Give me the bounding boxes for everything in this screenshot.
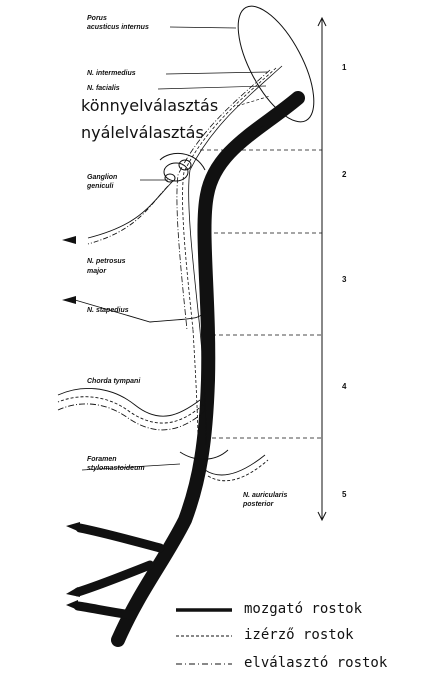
intermedius-label: N. intermedius bbox=[87, 70, 136, 78]
motor-trunk bbox=[118, 98, 298, 640]
branch-arrows bbox=[62, 236, 80, 610]
segment-dividers bbox=[200, 150, 322, 438]
stapedius-label: N. stapedius bbox=[87, 307, 129, 315]
legend-secretory: elválasztó rostok bbox=[244, 655, 387, 671]
segment-number-3: 3 bbox=[342, 275, 346, 284]
konnyel-label: könnyelválasztás bbox=[81, 97, 218, 115]
segment-scale bbox=[318, 18, 326, 520]
legend-motor: mozgató rostok bbox=[244, 601, 362, 617]
petrosus-label-2: major bbox=[87, 268, 106, 276]
auricularis-label-2: posterior bbox=[243, 501, 273, 509]
foramen-label-1: Foramen bbox=[87, 456, 117, 464]
leader-lines bbox=[82, 27, 270, 470]
petrosus-major bbox=[88, 182, 172, 244]
porus-label-2: acusticus internus bbox=[87, 24, 149, 32]
segment-number-2: 2 bbox=[342, 170, 346, 179]
auricularis-label-1: N. auricularis bbox=[243, 492, 287, 500]
ganglion-geniculi bbox=[160, 153, 205, 182]
chorda-tympani bbox=[58, 388, 206, 429]
nyal-label: nyálelválasztás bbox=[81, 124, 204, 142]
auricularis-posterior bbox=[205, 455, 268, 481]
legend-sensory: izérző rostok bbox=[244, 627, 354, 643]
facialis-label: N. facialis bbox=[87, 85, 120, 93]
bottom-mark: 1 bbox=[117, 633, 121, 642]
porus-label-1: Porus bbox=[87, 15, 107, 23]
ganglion-label-1: Ganglion bbox=[87, 174, 117, 182]
foramen-label-2: stylomastoideum bbox=[87, 465, 145, 473]
segment-number-5: 5 bbox=[342, 490, 346, 499]
segment-number-4: 4 bbox=[342, 382, 346, 391]
segment-number-1: 1 bbox=[342, 63, 346, 72]
chorda-label: Chorda tympani bbox=[87, 378, 140, 386]
legend-samples bbox=[176, 610, 232, 664]
ganglion-label-2: geniculi bbox=[87, 183, 113, 191]
petrosus-label-1: N. petrosus bbox=[87, 258, 126, 266]
